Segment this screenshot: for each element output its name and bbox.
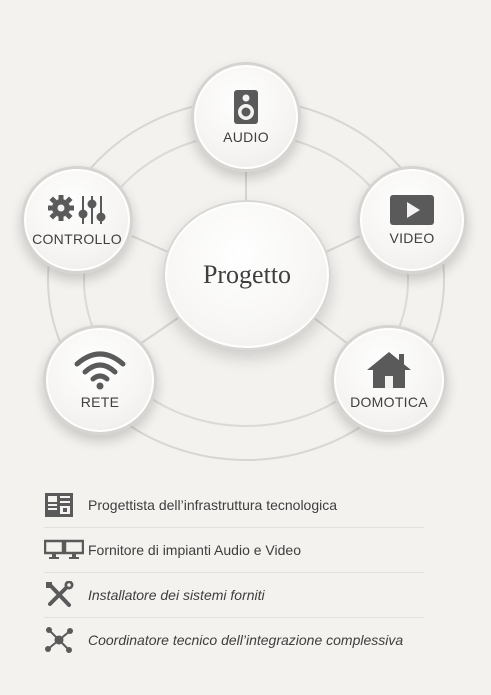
connector-video — [325, 235, 361, 253]
domotica-label: DOMOTICA — [350, 394, 428, 410]
list-item: Installatore dei sistemi forniti — [44, 573, 424, 618]
video-label: VIDEO — [389, 230, 435, 246]
blueprint-icon — [44, 490, 88, 520]
play-icon — [390, 195, 434, 225]
controllo-node: CONTROLLO — [21, 166, 133, 274]
role-text: Installatore dei sistemi forniti — [88, 587, 265, 603]
audio-label: AUDIO — [223, 129, 269, 145]
list-item: Progettista dell’infrastruttura tecnolog… — [44, 483, 424, 528]
list-item: Coordinatore tecnico dell’integrazione c… — [44, 618, 424, 662]
house-icon — [367, 352, 411, 388]
connector-controllo — [131, 235, 169, 253]
role-text: Progettista dell’infrastruttura tecnolog… — [88, 497, 338, 513]
domotica-node: DOMOTICA — [331, 325, 447, 435]
wifi-icon — [74, 351, 126, 390]
role-text: Fornitore di impianti Audio e Video — [88, 542, 301, 558]
center-node: Progetto — [163, 200, 331, 350]
network-icon — [44, 625, 88, 655]
speaker-icon — [234, 90, 258, 124]
list-item: Fornitore di impianti Audio e Video — [44, 528, 424, 573]
connector-rete — [139, 317, 179, 345]
gear-sliders-icon — [48, 195, 106, 224]
rete-label: RETE — [80, 394, 120, 410]
audio-node: AUDIO — [191, 62, 301, 172]
role-text: Coordinatore tecnico dell’integrazione c… — [88, 632, 404, 648]
tools-icon — [44, 580, 88, 610]
center-label: Progetto — [202, 260, 292, 289]
rete-node: RETE — [43, 325, 157, 435]
roles-list: Progettista dell’infrastruttura tecnolog… — [44, 483, 424, 662]
video-node: VIDEO — [357, 166, 467, 274]
controllo-label: CONTROLLO — [32, 231, 122, 247]
connector-domotica — [313, 317, 349, 345]
monitors-icon — [44, 535, 88, 565]
